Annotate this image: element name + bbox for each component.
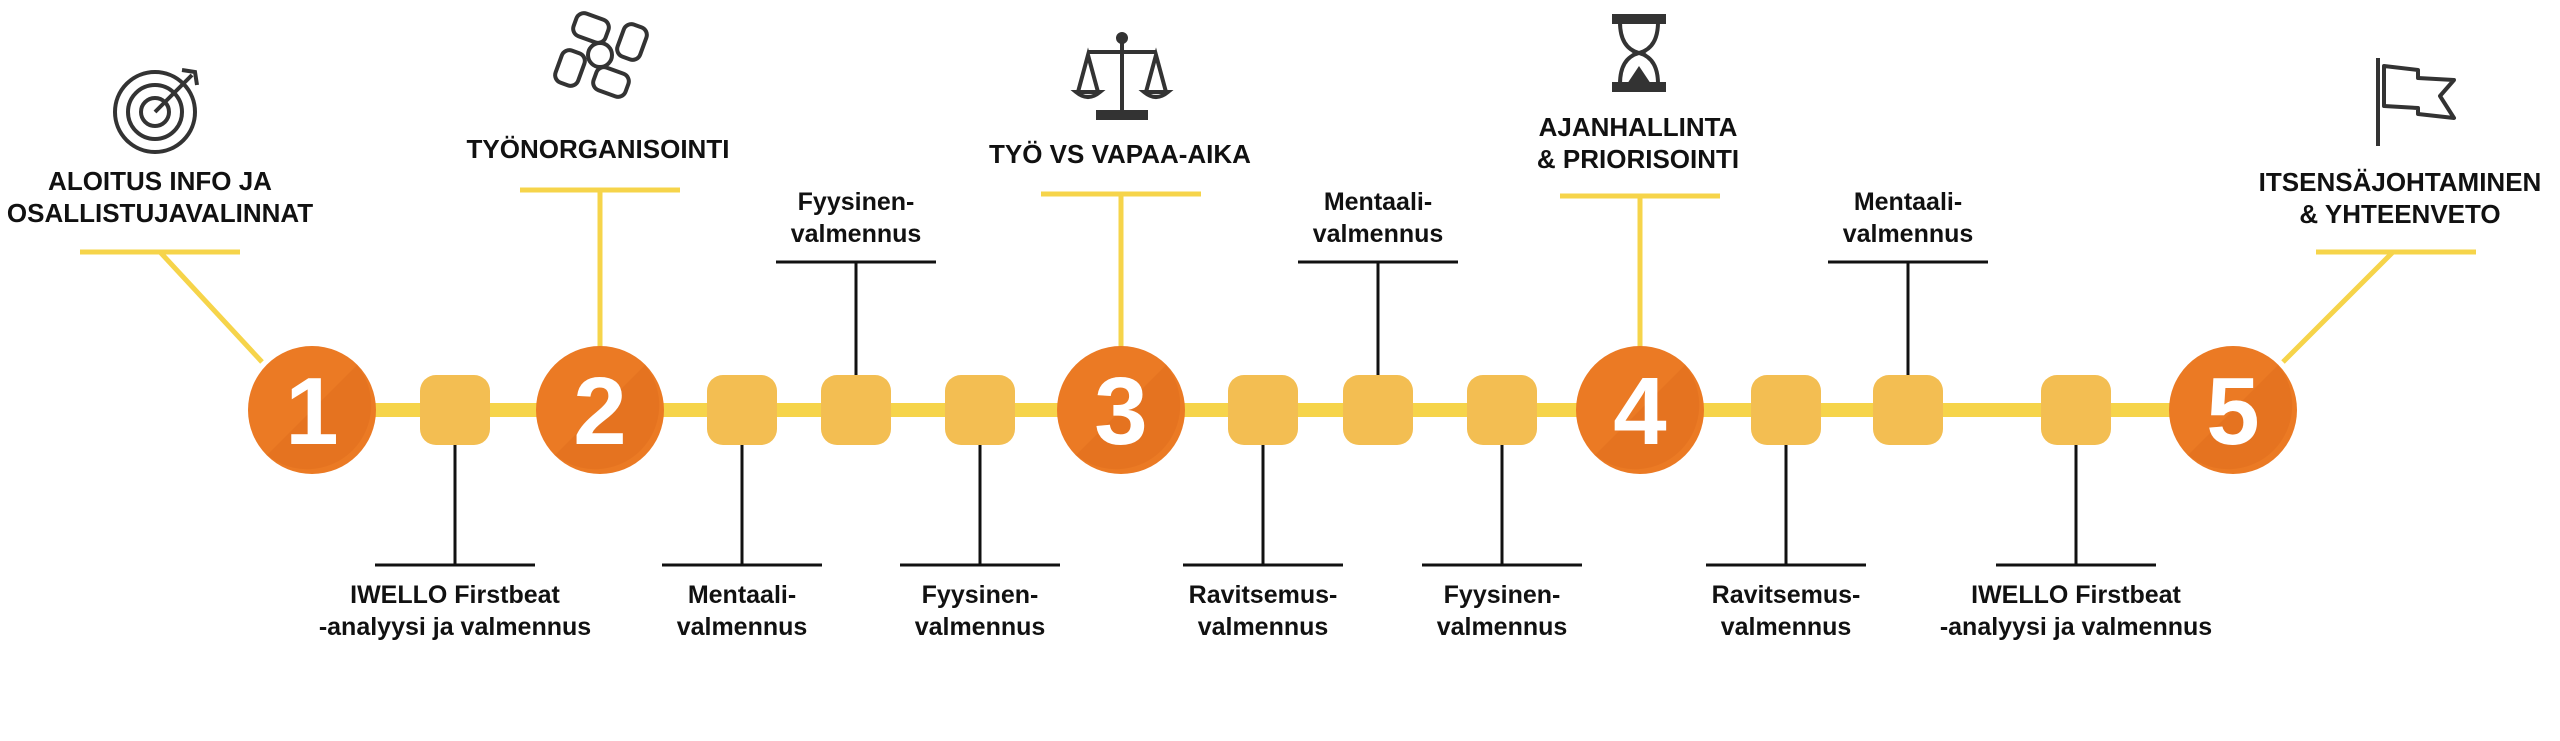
milestone-label-line: & PRIORISOINTI bbox=[1537, 144, 1739, 174]
milestone-number: 1 bbox=[285, 358, 338, 465]
node-label-line: Mentaali- bbox=[1854, 188, 1962, 216]
milestone-connector bbox=[158, 250, 264, 364]
node-label-line: -analyysi ja valmennus bbox=[1940, 613, 2212, 641]
node-label: Fyysinen-valmennus bbox=[1437, 581, 1568, 641]
node-label: IWELLO Firstbeat -analyysi ja valmennus bbox=[1940, 581, 2212, 641]
milestone-number: 4 bbox=[1613, 358, 1666, 465]
node-label-line: IWELLO Firstbeat bbox=[350, 581, 560, 609]
timeline-node bbox=[1751, 375, 1821, 445]
milestone-circle bbox=[2169, 346, 2297, 474]
milestone-shade bbox=[555, 365, 660, 470]
timeline-node bbox=[1343, 375, 1413, 445]
milestone-label: AJANHALLINTA& PRIORISOINTI bbox=[1537, 112, 1739, 174]
node-label-line: Ravitsemus- bbox=[1712, 581, 1861, 609]
node-label-line: Mentaali- bbox=[1324, 188, 1432, 216]
milestone-label-line: AJANHALLINTA bbox=[1539, 112, 1738, 142]
milestone-number: 2 bbox=[573, 358, 626, 465]
timeline-node bbox=[1467, 375, 1537, 445]
milestone-number: 3 bbox=[1094, 358, 1147, 465]
node-label-line: valmennus bbox=[791, 220, 922, 248]
node-label-line: Mentaali- bbox=[688, 581, 796, 609]
node-label: Fyysinen-valmennus bbox=[791, 188, 922, 248]
node-label: Ravitsemus-valmennus bbox=[1712, 581, 1861, 641]
node-label-line: Fyysinen- bbox=[922, 581, 1039, 609]
node-label-line: valmennus bbox=[677, 613, 808, 641]
node-label: Mentaali-valmennus bbox=[1313, 188, 1444, 248]
node-label-line: valmennus bbox=[1721, 613, 1852, 641]
milestone-shade bbox=[2188, 365, 2293, 470]
hands-teamwork-icon bbox=[553, 11, 649, 99]
node-label-line: IWELLO Firstbeat bbox=[1971, 581, 2181, 609]
timeline-node bbox=[707, 375, 777, 445]
node-label: Mentaali-valmennus bbox=[1843, 188, 1974, 248]
flag-icon bbox=[2376, 58, 2456, 146]
milestone-label: ITSENSÄJOHTAMINEN& YHTEENVETO bbox=[2259, 167, 2542, 229]
milestone-label-line: OSALLISTUJAVALINNAT bbox=[7, 198, 313, 228]
node-label-line: valmennus bbox=[1437, 613, 1568, 641]
milestone-number: 5 bbox=[2206, 358, 2259, 465]
milestone-circle bbox=[1576, 346, 1704, 474]
timeline-node bbox=[420, 375, 490, 445]
hourglass-icon bbox=[1612, 14, 1666, 92]
node-label: Fyysinen-valmennus bbox=[915, 581, 1046, 641]
node-label-line: valmennus bbox=[1843, 220, 1974, 248]
node-label: IWELLO Firstbeat -analyysi ja valmennus bbox=[319, 581, 591, 641]
milestone-label-line: ALOITUS INFO JA bbox=[48, 166, 272, 196]
milestone-circle bbox=[1057, 346, 1185, 474]
milestone-label: TYÖ VS VAPAA-AIKA bbox=[989, 139, 1251, 169]
milestone-label-line: TYÖNORGANISOINTI bbox=[467, 134, 730, 164]
milestone-label: TYÖNORGANISOINTI bbox=[467, 134, 730, 164]
node-label-line: -analyysi ja valmennus bbox=[319, 613, 591, 641]
balance-scale-icon bbox=[1070, 32, 1174, 120]
timeline-node bbox=[945, 375, 1015, 445]
node-label-line: Fyysinen- bbox=[798, 188, 915, 216]
milestone-label-line: ITSENSÄJOHTAMINEN bbox=[2259, 167, 2542, 197]
timeline-node bbox=[821, 375, 891, 445]
node-label: Ravitsemus-valmennus bbox=[1189, 581, 1338, 641]
node-label-line: Fyysinen- bbox=[1444, 581, 1561, 609]
node-label-line: Ravitsemus- bbox=[1189, 581, 1338, 609]
milestone-circle bbox=[536, 346, 664, 474]
node-label: Mentaali-valmennus bbox=[677, 581, 808, 641]
milestone-label-line: & YHTEENVETO bbox=[2299, 199, 2500, 229]
target-icon bbox=[113, 68, 199, 154]
milestone-connector bbox=[2281, 250, 2395, 364]
milestone-shade bbox=[267, 365, 372, 470]
milestone-label-line: TYÖ VS VAPAA-AIKA bbox=[989, 139, 1251, 169]
timeline-node bbox=[2041, 375, 2111, 445]
timeline-node bbox=[1873, 375, 1943, 445]
milestone-circle bbox=[248, 346, 376, 474]
timeline-node bbox=[1228, 375, 1298, 445]
node-label-line: valmennus bbox=[1198, 613, 1329, 641]
node-label-line: valmennus bbox=[1313, 220, 1444, 248]
milestone-shade bbox=[1076, 365, 1181, 470]
node-label-line: valmennus bbox=[915, 613, 1046, 641]
milestone-shade bbox=[1595, 365, 1700, 470]
